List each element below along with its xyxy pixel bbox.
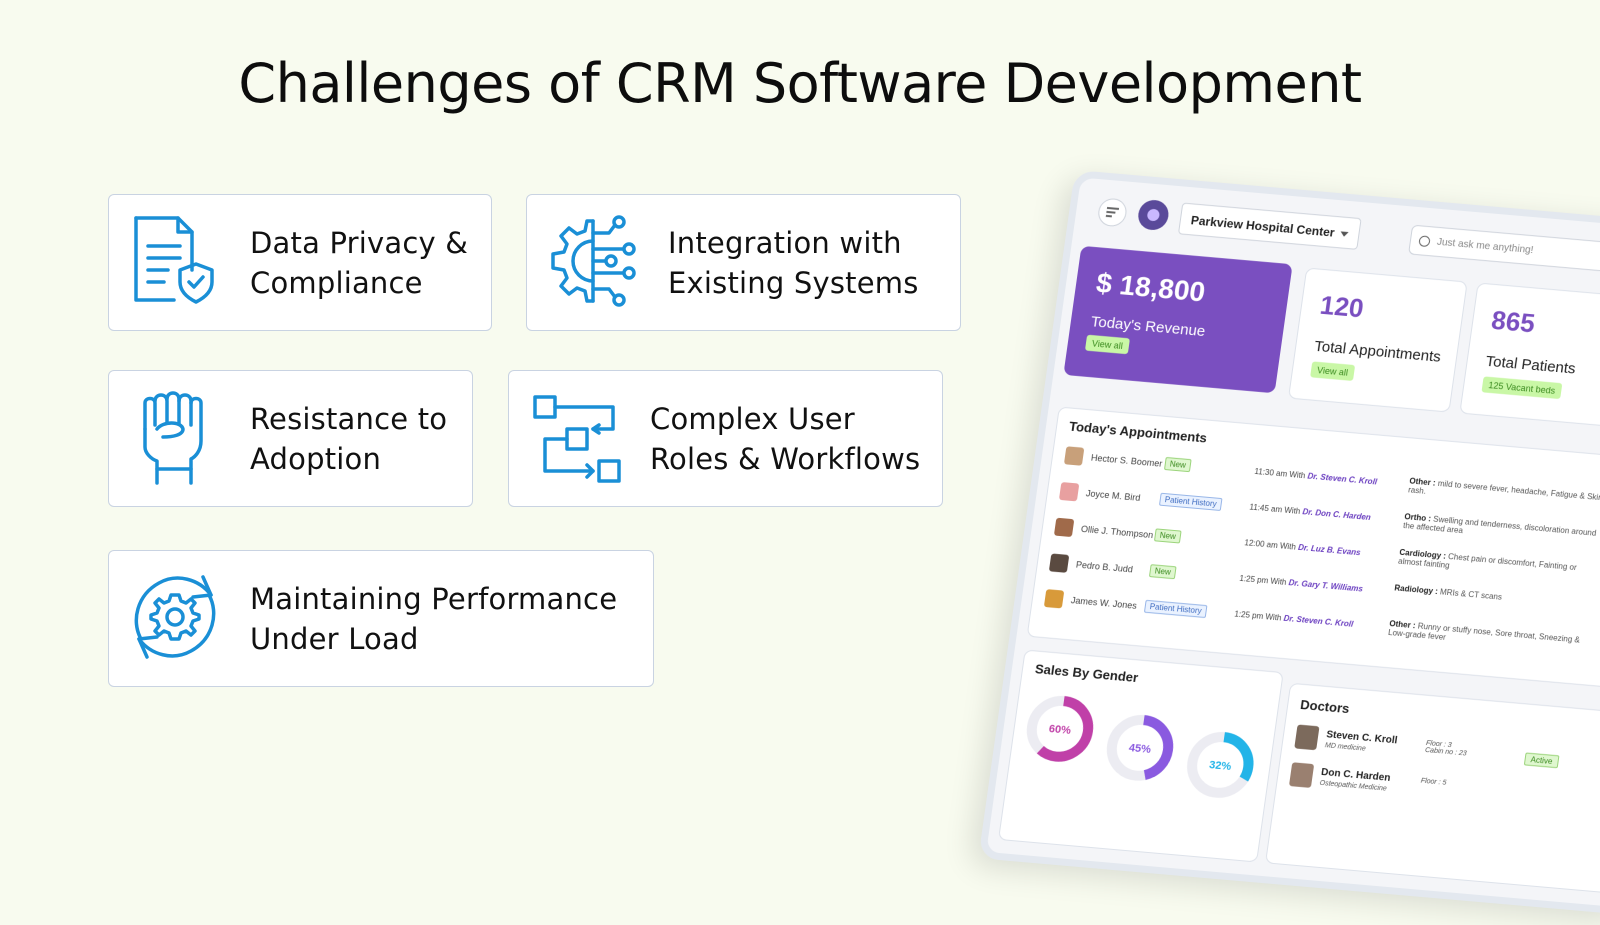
panel-title: Today's Appointments — [1068, 418, 1208, 446]
appointment-time: 11:30 am With Dr. Steven C. Kroll — [1253, 466, 1378, 487]
card-label: Complex User Roles & Workflows — [650, 402, 921, 476]
appointment-time: 1:25 pm With Dr. Steven C. Kroll — [1233, 609, 1354, 629]
patient-name: Joyce M. Bird — [1085, 488, 1142, 503]
doctor-location: Floor : 5 — [1420, 777, 1447, 787]
revenue-card: $ 18,800 Today's Revenue View all — [1063, 245, 1293, 394]
card-resistance: Resistance to Adoption — [108, 370, 473, 507]
page-title: Challenges of CRM Software Development — [238, 52, 1362, 115]
donut-arc — [1026, 695, 1094, 762]
donut-label: 60% — [1048, 723, 1072, 737]
avatar — [1294, 724, 1320, 751]
vacant-beds-badge: 125 Vacant beds — [1481, 376, 1563, 400]
gear-refresh-icon — [127, 569, 223, 665]
avatar — [1048, 553, 1070, 573]
card-integration: Integration with Existing Systems — [526, 194, 961, 331]
donut-label: 32% — [1208, 759, 1232, 773]
status-badge: New — [1148, 564, 1177, 580]
document-shield-icon — [126, 212, 222, 308]
menu-icon[interactable] — [1096, 197, 1129, 228]
appointments-count: 120 — [1318, 290, 1366, 324]
avatar — [1043, 589, 1065, 609]
patient-name: James W. Jones — [1070, 595, 1138, 612]
donut-chart: 32% — [1187, 732, 1254, 798]
card-label: Integration with Existing Systems — [668, 226, 919, 300]
status-badge: Patient History — [1143, 599, 1208, 619]
avatar — [1063, 446, 1085, 466]
status-badge: New — [1163, 457, 1192, 473]
avatar — [1053, 517, 1075, 538]
panel-title: Sales By Gender — [1034, 661, 1140, 686]
search-input[interactable]: Just ask me anything! — [1408, 224, 1600, 272]
todays-appointments-panel: Today's Appointments Hector S. Boomer Ne… — [1026, 406, 1600, 691]
revenue-amount: $ 18,800 — [1094, 267, 1208, 308]
gear-circuit-icon — [545, 213, 641, 309]
donut-arc — [1187, 732, 1254, 798]
card-performance: Maintaining Performance Under Load — [108, 550, 654, 687]
sales-by-gender-panel: Sales By Gender 60% 45% 32% — [998, 649, 1284, 863]
donut-chart: 60% — [1026, 695, 1094, 762]
appointment-desc: Other : mild to severe fever, headache, … — [1407, 476, 1600, 503]
card-label: Data Privacy & Compliance — [250, 226, 469, 300]
donut-chart: 45% — [1106, 715, 1174, 781]
dashboard-window: Parkview Hospital Center Just ask me any… — [978, 170, 1600, 916]
hospital-logo — [1136, 198, 1171, 232]
appointments-stat-card: 120 Total Appointments View all — [1287, 267, 1468, 413]
hospital-select[interactable]: Parkview Hospital Center — [1177, 202, 1362, 250]
doctor-role: MD medicine — [1324, 741, 1367, 753]
status-badge: Patient History — [1158, 492, 1223, 511]
view-all-button[interactable]: View all — [1310, 361, 1356, 382]
search-icon — [1418, 235, 1431, 248]
avatar — [1058, 482, 1080, 502]
patients-count: 865 — [1489, 305, 1537, 339]
patients-label: Total Patients — [1484, 352, 1577, 378]
patient-name: Pedro B. Judd — [1075, 559, 1134, 575]
card-label: Resistance to Adoption — [250, 402, 448, 476]
panel-title: Doctors — [1299, 696, 1351, 716]
status-badge: New — [1153, 528, 1182, 544]
donut-label: 45% — [1128, 742, 1152, 756]
patient-name: Ollie J. Thompson — [1080, 523, 1154, 541]
dashboard-preview: Parkview Hospital Center Just ask me any… — [977, 170, 1600, 925]
appointment-time: 12:00 am With Dr. Luz B. Evans — [1243, 538, 1362, 558]
appointments-label: Total Appointments — [1313, 337, 1442, 366]
avatar — [1288, 762, 1315, 788]
card-label: Maintaining Performance Under Load — [250, 582, 618, 656]
card-data-privacy: Data Privacy & Compliance — [108, 194, 492, 331]
workflow-icon — [529, 391, 625, 487]
card-user-roles: Complex User Roles & Workflows — [508, 370, 943, 507]
appointment-time: 1:25 pm With Dr. Gary T. Williams — [1238, 573, 1364, 594]
raised-fist-icon — [129, 389, 225, 485]
view-all-button[interactable]: View all — [1084, 334, 1130, 355]
patients-stat-card: 865 Total Patients 125 Vacant beds — [1459, 282, 1600, 428]
status-badge: Active — [1523, 752, 1560, 769]
doctors-panel: Doctors Steven C. Kroll MD medicine Floo… — [1264, 682, 1600, 894]
chevron-down-icon — [1339, 231, 1349, 238]
appointment-time: 11:45 am With Dr. Don C. Harden — [1248, 502, 1372, 523]
patient-name: Hector S. Boomer — [1090, 452, 1164, 469]
